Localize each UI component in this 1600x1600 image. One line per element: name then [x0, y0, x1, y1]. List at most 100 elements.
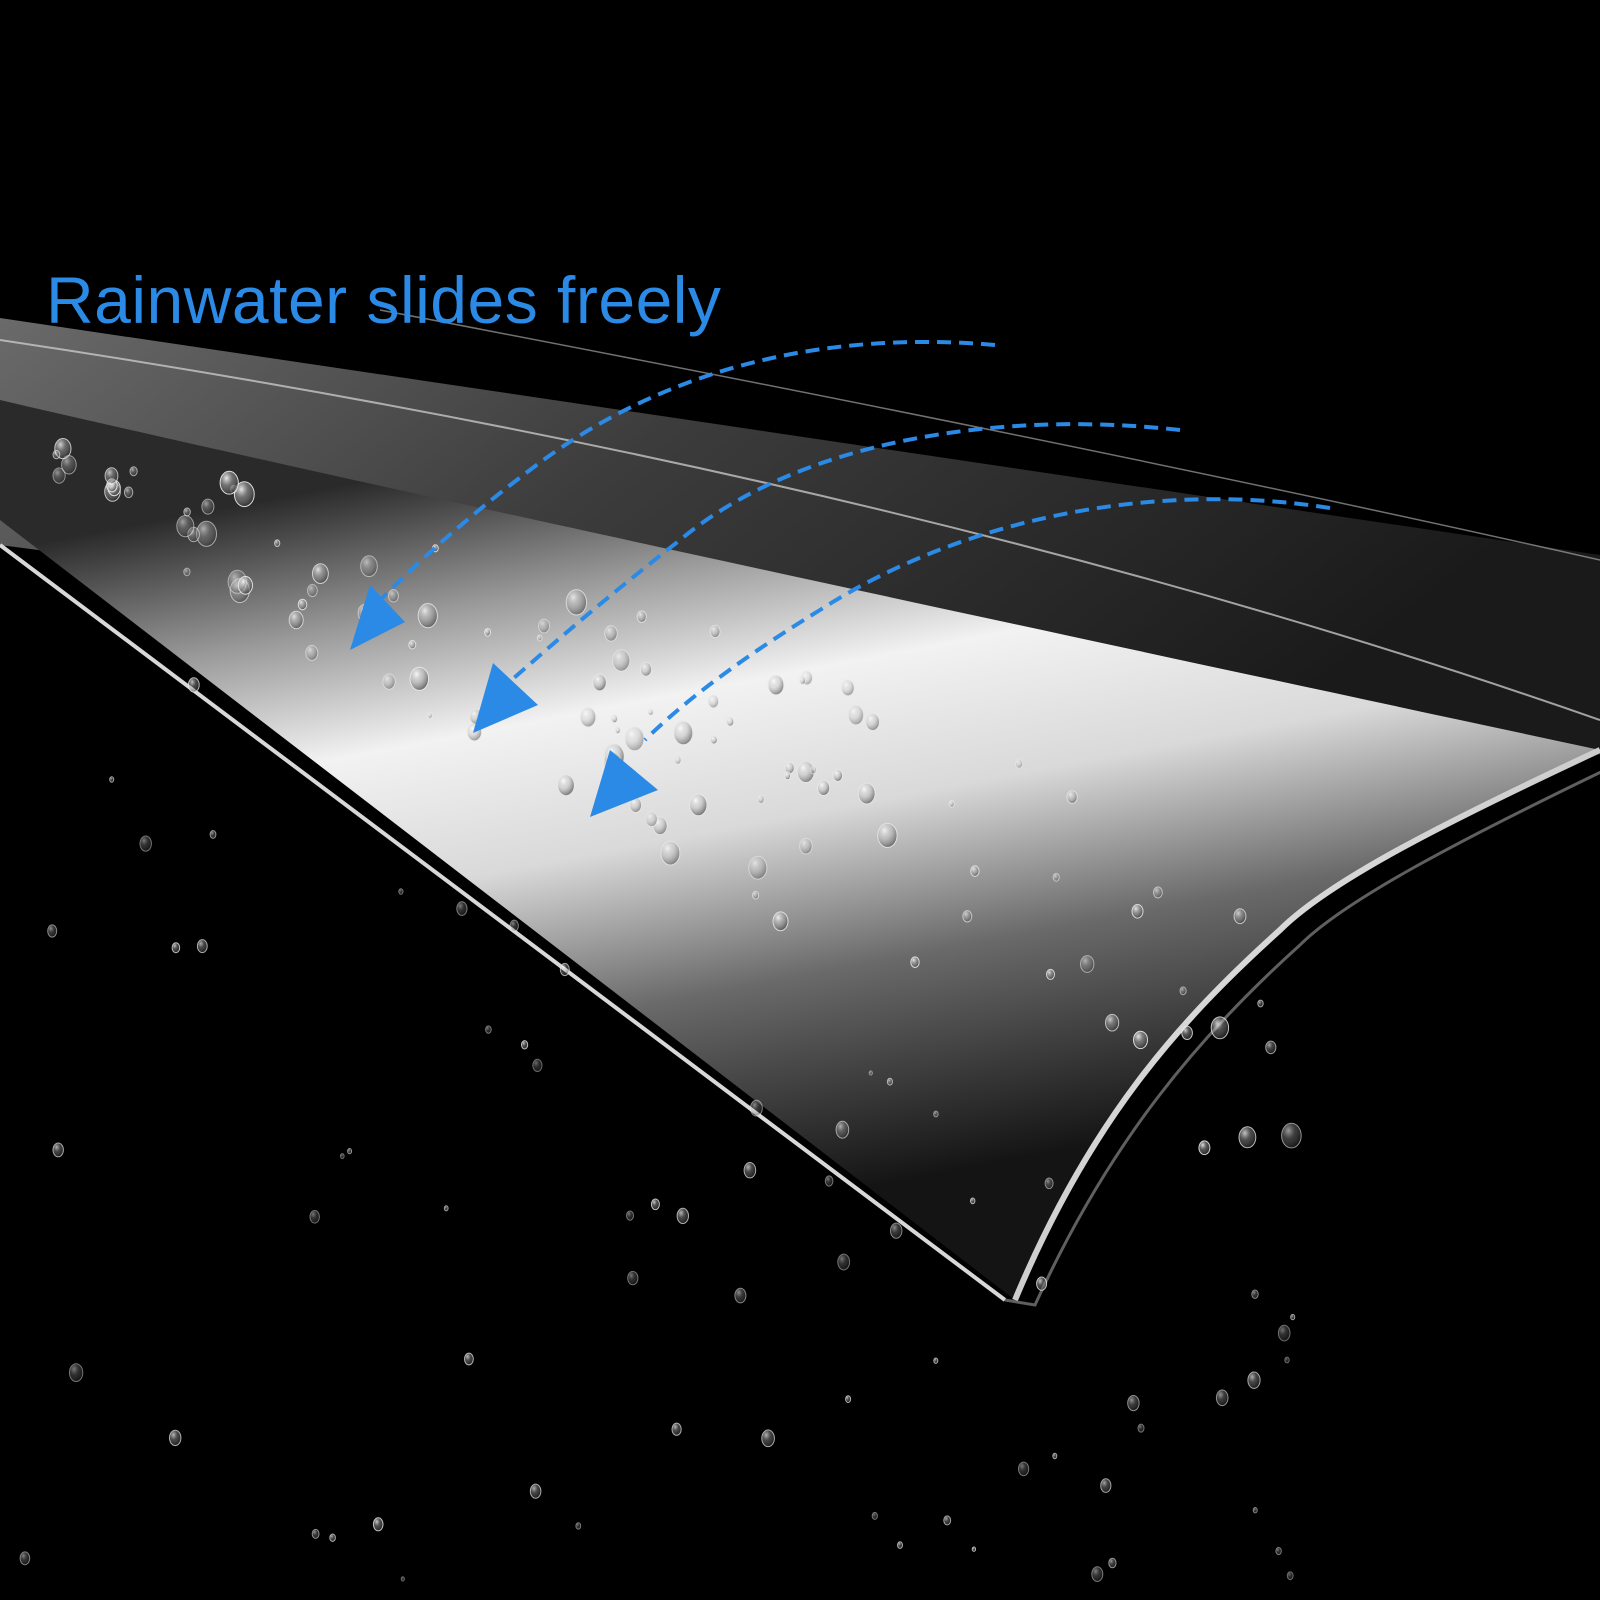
water-drop: [624, 726, 645, 752]
water-drop: [297, 598, 308, 611]
water-drop: [1052, 872, 1060, 882]
water-drop: [886, 1077, 894, 1086]
water-drop: [579, 707, 597, 728]
water-drop: [650, 1198, 660, 1211]
water-drop: [1137, 1423, 1145, 1433]
water-drop: [183, 507, 191, 517]
flow-arrow-head: [590, 750, 658, 817]
water-drop: [1247, 1371, 1261, 1389]
water-drop: [443, 1205, 449, 1212]
water-drop: [329, 1533, 336, 1542]
water-drop: [485, 1025, 492, 1034]
water-droplets: [19, 438, 1302, 1582]
water-drop: [529, 1483, 542, 1499]
water-drop: [671, 1422, 682, 1436]
flow-arrow-path: [498, 422, 1181, 692]
water-drop: [1100, 1478, 1112, 1493]
water-drop: [1257, 999, 1264, 1008]
water-drop: [565, 589, 588, 616]
water-drop: [1215, 1389, 1229, 1407]
water-drop: [400, 1576, 405, 1582]
flow-arrow-path: [368, 339, 996, 612]
water-drop: [841, 679, 855, 697]
water-drop: [799, 837, 813, 855]
water-drop: [233, 481, 255, 508]
water-drop: [626, 1210, 634, 1221]
water-drop: [176, 515, 195, 538]
water-drop: [752, 890, 760, 900]
water-drop: [910, 956, 920, 969]
water-drop: [798, 676, 807, 685]
water-drop: [1108, 1557, 1117, 1569]
water-drop: [409, 666, 430, 691]
water-drop: [209, 830, 217, 839]
water-drop: [171, 942, 181, 954]
water-drop: [809, 765, 818, 775]
water-drop: [1014, 758, 1024, 769]
water-drop: [464, 1352, 474, 1366]
water-drop: [575, 1522, 582, 1530]
water-drop: [1018, 1461, 1030, 1477]
water-drop: [408, 639, 417, 650]
water-drop: [456, 901, 468, 916]
water-drop: [387, 589, 399, 603]
water-drop: [877, 822, 898, 849]
water-drop: [1066, 790, 1078, 804]
water-drop: [1233, 908, 1247, 925]
water-drop: [1181, 1025, 1193, 1041]
water-drop: [1210, 1016, 1230, 1040]
water-drop: [309, 1210, 320, 1224]
water-drop: [398, 888, 404, 895]
water-drop: [772, 911, 789, 932]
water-drop: [312, 563, 329, 584]
water-drop: [1091, 1566, 1104, 1582]
water-drop: [943, 1515, 952, 1526]
water-drop: [660, 840, 681, 866]
water-drop: [592, 673, 607, 692]
water-drop: [557, 774, 575, 797]
water-drop: [1036, 1276, 1048, 1291]
water-drop: [933, 1110, 939, 1118]
water-drop: [845, 1395, 852, 1403]
water-drop: [187, 677, 200, 693]
water-drop: [484, 628, 492, 637]
water-drop: [1252, 1507, 1258, 1514]
water-drop: [61, 455, 77, 475]
water-drop: [726, 716, 735, 727]
headline: Rainwater slides freely: [46, 263, 722, 337]
water-drop: [129, 466, 138, 477]
water-drop: [673, 720, 694, 746]
water-drop: [52, 449, 61, 460]
water-drop: [1286, 1571, 1294, 1581]
canopy-top-panel: [0, 318, 1600, 755]
water-drop: [611, 714, 618, 724]
water-drop: [1127, 1395, 1140, 1412]
water-drop: [104, 467, 119, 485]
water-drop: [748, 855, 768, 880]
water-drop: [1265, 1040, 1277, 1055]
water-drop: [612, 649, 631, 672]
water-drop: [139, 835, 152, 852]
water-drop: [274, 539, 281, 548]
water-drop: [201, 498, 215, 515]
water-drop: [360, 555, 378, 578]
water-drop: [604, 625, 618, 642]
water-drop: [707, 694, 720, 709]
water-drop: [897, 1541, 903, 1549]
water-drop: [847, 704, 865, 726]
water-drop: [743, 1162, 757, 1179]
water-drop: [1275, 1546, 1282, 1556]
water-drop: [1153, 886, 1163, 899]
canopy-ridge-line: [379, 309, 1600, 561]
water-drop: [196, 939, 208, 954]
water-drop: [1290, 1313, 1296, 1321]
flow-arrow-head: [473, 663, 538, 733]
water-drop: [676, 1207, 689, 1225]
water-drop: [347, 1148, 353, 1155]
water-drop: [962, 910, 973, 923]
water-drop: [305, 644, 319, 661]
flow-arrow-head: [350, 585, 405, 650]
water-drop: [636, 610, 647, 624]
water-drop: [1179, 986, 1187, 996]
